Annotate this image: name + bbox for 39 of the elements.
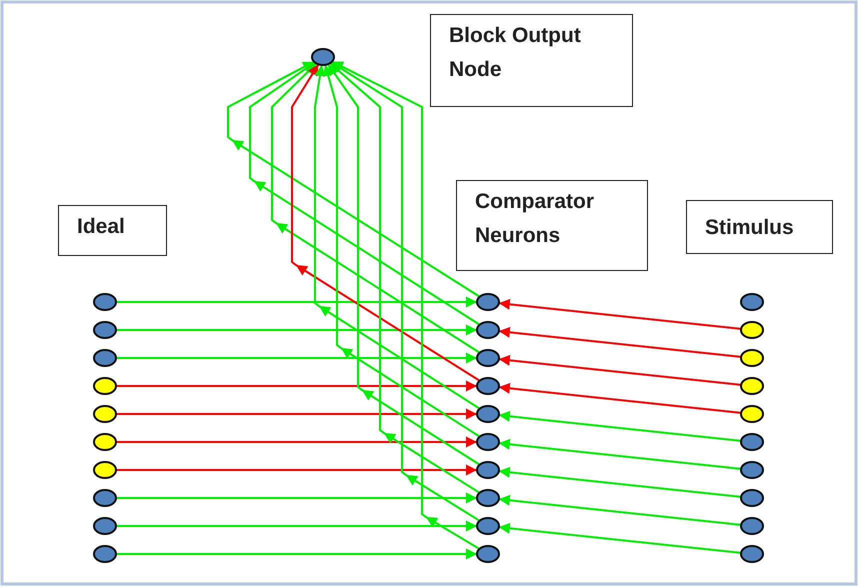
neuron-node <box>740 545 764 563</box>
box-label: Ideal <box>77 214 126 240</box>
neuron-node <box>93 293 117 311</box>
neuron-node <box>93 545 117 563</box>
neuron-node <box>740 433 764 451</box>
neuron-node <box>476 545 500 563</box>
neuron-node <box>740 517 764 535</box>
label-box <box>686 200 833 254</box>
neuron-node <box>740 377 764 395</box>
neuron-node <box>476 461 500 479</box>
box-label: Comparator Neurons <box>475 189 596 249</box>
neuron-node <box>476 433 500 451</box>
label-box <box>430 14 633 107</box>
label-box <box>58 205 167 256</box>
neuron-node <box>93 433 117 451</box>
neuron-node <box>93 321 117 339</box>
box-label: Stimulus <box>705 215 795 241</box>
neuron-node <box>476 321 500 339</box>
neuron-node <box>476 517 500 535</box>
box-label: Block Output Node <box>449 23 582 83</box>
neuron-node <box>93 489 117 507</box>
neuron-node <box>476 349 500 367</box>
neuron-node <box>476 405 500 423</box>
neuron-node <box>93 349 117 367</box>
neuron-node <box>476 377 500 395</box>
neuron-node <box>740 461 764 479</box>
neuron-node <box>740 321 764 339</box>
neuron-node <box>311 48 335 66</box>
neuron-node <box>740 349 764 367</box>
neuron-node <box>476 293 500 311</box>
neuron-node <box>740 405 764 423</box>
neuron-node <box>93 377 117 395</box>
neuron-node <box>93 461 117 479</box>
neuron-node <box>476 489 500 507</box>
neuron-node <box>740 489 764 507</box>
label-box <box>456 180 648 271</box>
neuron-node <box>740 293 764 311</box>
neuron-node <box>93 517 117 535</box>
neuron-node <box>93 405 117 423</box>
